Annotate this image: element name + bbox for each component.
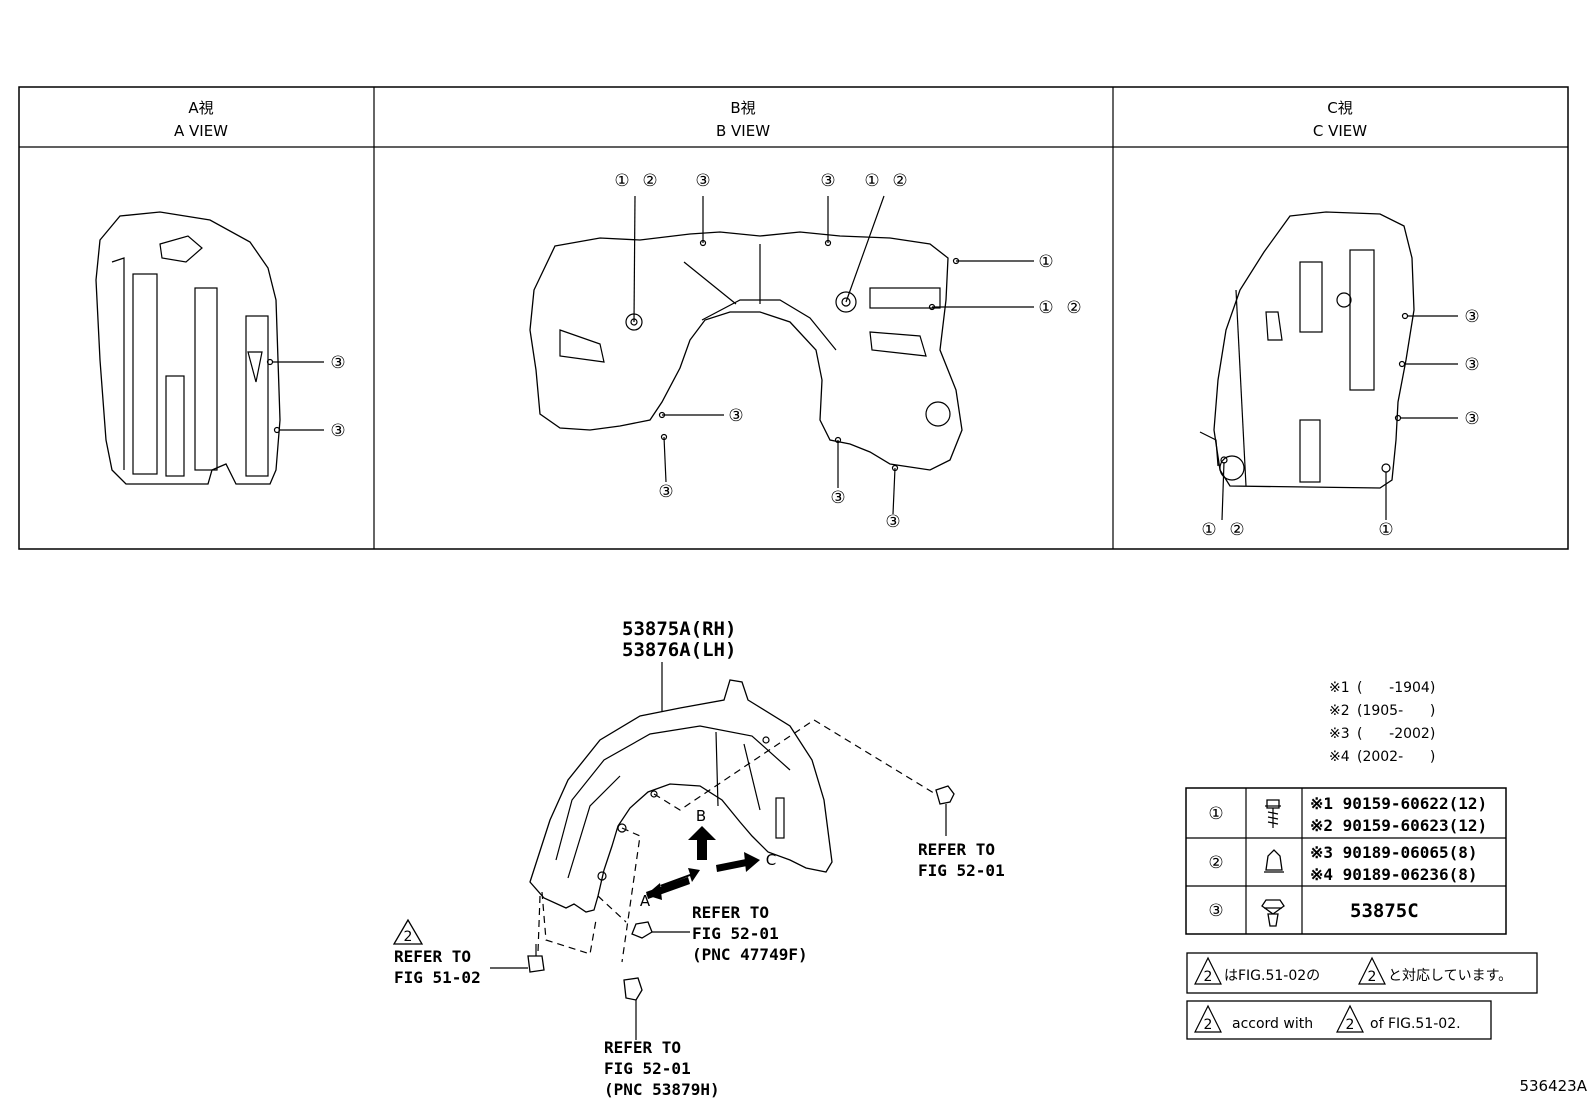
part-spec-line: ※3 90189-06065(8) xyxy=(1310,843,1478,862)
callout-1: ① xyxy=(864,171,879,191)
arrow-b xyxy=(688,826,716,860)
period-range: ( -2002) xyxy=(1357,726,1435,742)
period-range: (2002- ) xyxy=(1357,749,1435,765)
view-b-liner-drawing xyxy=(529,231,963,472)
clip-icon xyxy=(1261,899,1285,927)
fig-ref-label: FIG 52-01 xyxy=(692,924,779,943)
refer-to-label: REFER TO xyxy=(918,840,995,859)
note-jp-text-a: はFIG.51-02の xyxy=(1224,968,1320,984)
refer-to-label: REFER TO xyxy=(692,903,769,922)
note-en-text-b: of FIG.51-02. xyxy=(1370,1016,1461,1032)
callout-1: ① xyxy=(1038,252,1053,272)
note-triangle-icon xyxy=(1194,1004,1222,1033)
callout-2: ② xyxy=(892,171,907,191)
period-mark: ※2 xyxy=(1329,703,1350,719)
view-b-title-jp: B視 xyxy=(730,99,755,117)
direction-label-b: B xyxy=(696,807,706,825)
table-num-2: ② xyxy=(1208,853,1223,873)
part-number-lh: 53876A(LH) xyxy=(622,639,736,661)
direction-label-a: A xyxy=(640,892,651,910)
callout-3: ③ xyxy=(1464,409,1479,429)
note-triangle-icon xyxy=(1358,956,1386,985)
period-range: ( -1904) xyxy=(1357,680,1435,696)
fig-ref-label: FIG 52-01 xyxy=(604,1059,691,1078)
view-table xyxy=(18,86,1569,550)
fender-liner-drawing xyxy=(529,679,833,913)
pnc-label: (PNC 47749F) xyxy=(692,945,808,964)
callout-2: ② xyxy=(1229,520,1244,540)
arrow-a-head xyxy=(646,883,662,900)
note-triangle-number: 2 xyxy=(1204,1017,1213,1033)
arrow-c-shaft xyxy=(716,859,747,872)
callout-3: ③ xyxy=(330,421,345,441)
refer-to-label: REFER TO xyxy=(604,1038,681,1057)
part-spec-line: 53875C xyxy=(1350,900,1419,922)
note-jp-text-b: と対応しています。 xyxy=(1388,968,1512,984)
callout-3: ③ xyxy=(1464,355,1479,375)
callout-3: ③ xyxy=(330,353,345,373)
note-box-en xyxy=(1186,1000,1492,1040)
part-number-rh: 53875A(RH) xyxy=(622,618,736,640)
nut-fastener xyxy=(631,921,690,939)
callout-3: ③ xyxy=(820,171,835,191)
view-b-title-en: B VIEW xyxy=(716,122,770,140)
view-c-title-en: C VIEW xyxy=(1313,122,1367,140)
period-mark: ※4 xyxy=(1329,749,1350,765)
view-a-liner-drawing xyxy=(95,211,281,485)
period-mark: ※1 xyxy=(1329,680,1350,696)
nut-icon xyxy=(1264,849,1284,873)
period-mark: ※3 xyxy=(1329,726,1350,742)
callout-3: ③ xyxy=(658,482,673,502)
view-a-title-en: A VIEW xyxy=(174,122,228,140)
direction-label-c: C xyxy=(766,851,776,869)
figure-id: 536423A xyxy=(1519,1077,1587,1095)
note-triangle-icon xyxy=(392,918,424,945)
part-spec-line: ※4 90189-06236(8) xyxy=(1310,865,1478,884)
clip-fastener-bottom xyxy=(623,977,643,1040)
table-num-3: ③ xyxy=(1208,901,1223,921)
callout-3: ③ xyxy=(728,406,743,426)
callout-3: ③ xyxy=(1464,307,1479,327)
note-triangle-number: 2 xyxy=(1346,1017,1355,1033)
callout-3: ③ xyxy=(830,488,845,508)
note-triangle-number: 2 xyxy=(1204,969,1213,985)
note-box-jp xyxy=(1186,952,1538,994)
view-a-title-jp: A視 xyxy=(188,99,213,117)
note-en-text-a: accord with xyxy=(1232,1016,1313,1032)
bolt-fastener xyxy=(490,944,545,973)
callout-3: ③ xyxy=(885,512,900,532)
screw-icon xyxy=(1265,799,1281,828)
arrow-a xyxy=(660,868,700,887)
fastener-table xyxy=(1185,787,1507,935)
callout-2: ② xyxy=(642,171,657,191)
callout-1: ① xyxy=(1378,520,1393,540)
clip-fastener-right xyxy=(935,785,955,836)
view-c-title-jp: C視 xyxy=(1327,99,1352,117)
callout-2: ② xyxy=(1066,298,1081,318)
part-spec-line: ※1 90159-60622(12) xyxy=(1310,794,1487,813)
callout-1: ① xyxy=(1038,298,1053,318)
arrow-c-head xyxy=(744,852,760,872)
refer-to-label: REFER TO xyxy=(394,947,471,966)
view-c-liner-drawing xyxy=(1199,211,1415,489)
part-spec-line: ※2 90159-60623(12) xyxy=(1310,816,1487,835)
fig-ref-label: FIG 51-02 xyxy=(394,968,481,987)
callout-1: ① xyxy=(1201,520,1216,540)
callout-3: ③ xyxy=(695,171,710,191)
note-triangle-icon xyxy=(1194,956,1222,985)
period-range: (1905- ) xyxy=(1357,703,1435,719)
callout-1: ① xyxy=(614,171,629,191)
note-triangle-icon xyxy=(1336,1004,1364,1033)
pnc-label: (PNC 53879H) xyxy=(604,1080,720,1099)
table-num-1: ① xyxy=(1208,804,1223,824)
note-triangle-number: 2 xyxy=(404,929,413,945)
note-triangle-number: 2 xyxy=(1368,969,1377,985)
fig-ref-label: FIG 52-01 xyxy=(918,861,1005,880)
